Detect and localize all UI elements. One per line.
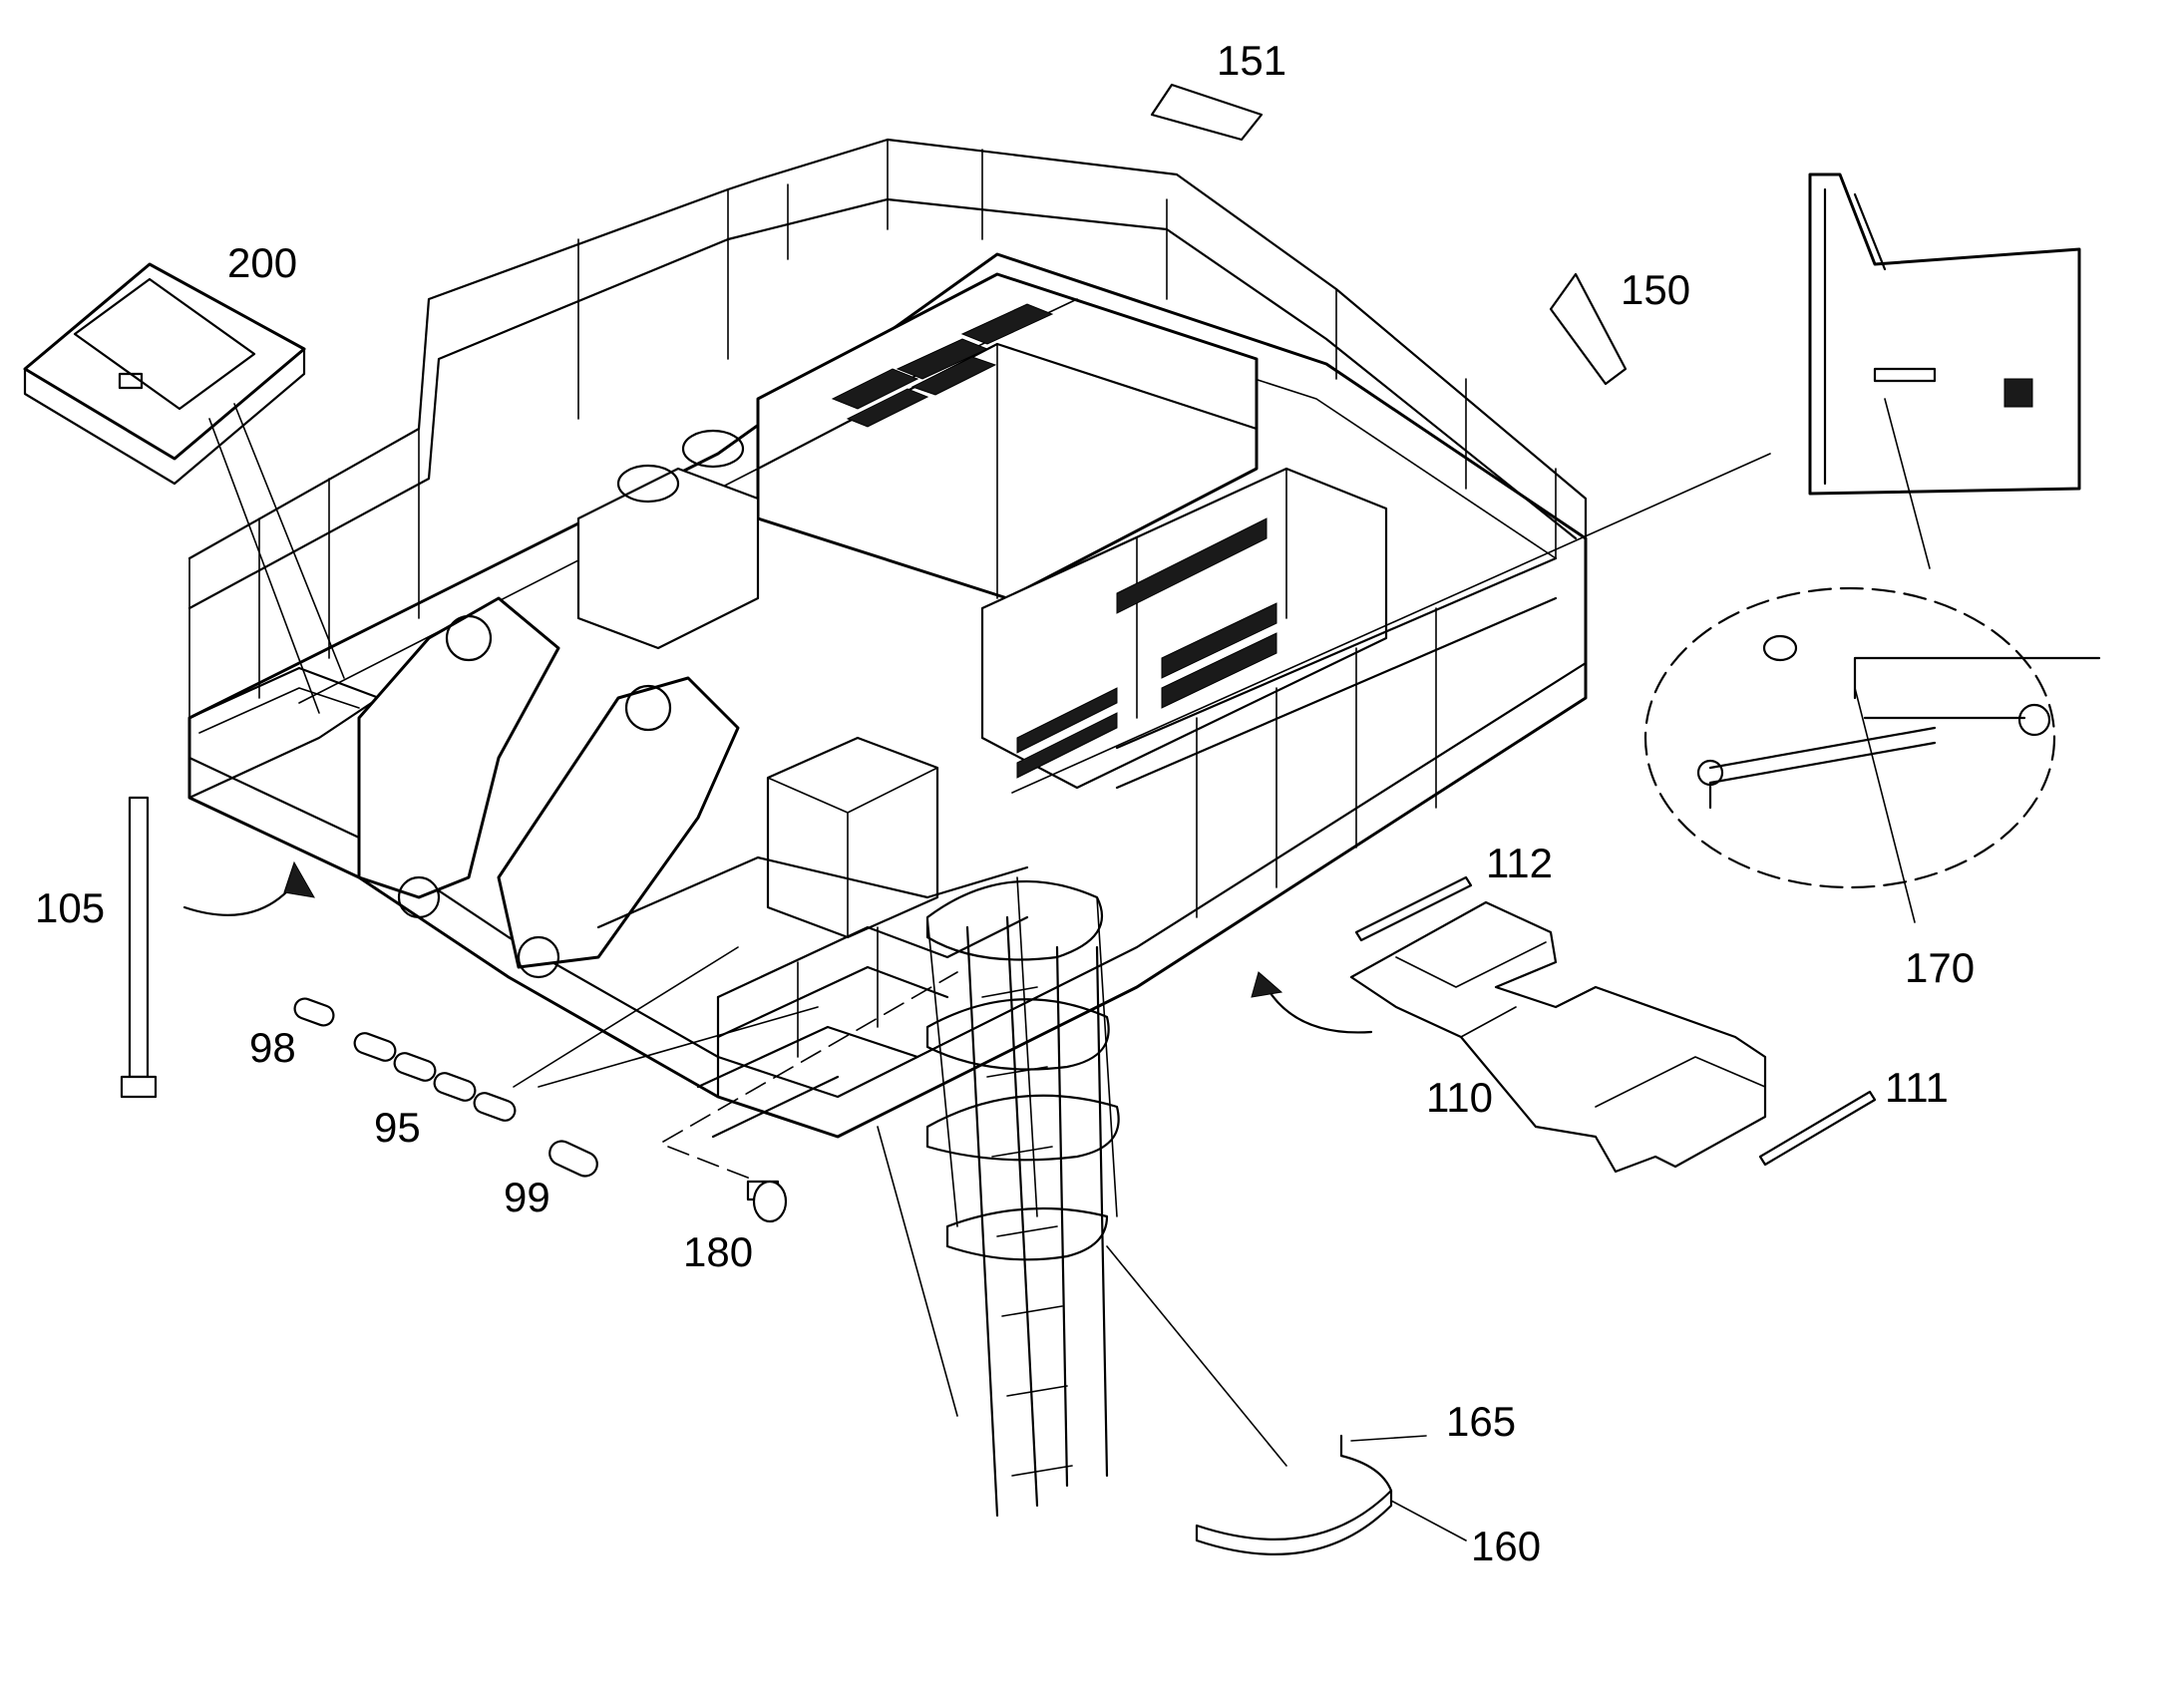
label-170: 170 bbox=[1905, 944, 1975, 991]
bracket-151 bbox=[1150, 83, 1264, 142]
label-112: 112 bbox=[1486, 840, 1553, 886]
bar-111 bbox=[1758, 1090, 1877, 1167]
label-111: 111 bbox=[1885, 1064, 1949, 1111]
label-160: 160 bbox=[1471, 1523, 1541, 1569]
label-180: 180 bbox=[683, 1228, 753, 1275]
hood-vents bbox=[831, 303, 1054, 428]
bolt-105 bbox=[120, 796, 158, 1099]
inset-panel bbox=[1808, 172, 2081, 496]
label-98: 98 bbox=[249, 1024, 296, 1071]
detail-circle bbox=[1643, 586, 2101, 889]
label-99: 99 bbox=[504, 1174, 550, 1220]
leader-lines bbox=[182, 398, 1931, 1541]
cover-plate-200 bbox=[23, 262, 306, 486]
label-151: 151 bbox=[1217, 37, 1286, 84]
floor-plate-110 bbox=[1349, 900, 1767, 1174]
caged-ladder bbox=[877, 876, 1120, 1518]
machine-upper-structure bbox=[187, 252, 1588, 1139]
side-grilles bbox=[1016, 517, 1277, 779]
knob-180 bbox=[746, 1180, 788, 1223]
label-110: 110 bbox=[1426, 1074, 1493, 1121]
reference-numerals: 151 200 150 112 105 170 98 111 110 95 99… bbox=[35, 37, 1975, 1569]
bracket-150 bbox=[1549, 272, 1628, 386]
label-95: 95 bbox=[374, 1104, 421, 1151]
chain-95 bbox=[293, 997, 598, 1178]
bar-112 bbox=[1354, 875, 1473, 942]
handrails bbox=[187, 138, 1588, 1099]
label-150: 150 bbox=[1621, 266, 1690, 313]
curved-strip-160 bbox=[1195, 1434, 1393, 1555]
label-200: 200 bbox=[227, 239, 297, 286]
label-165: 165 bbox=[1446, 1398, 1516, 1445]
label-105: 105 bbox=[35, 884, 105, 931]
